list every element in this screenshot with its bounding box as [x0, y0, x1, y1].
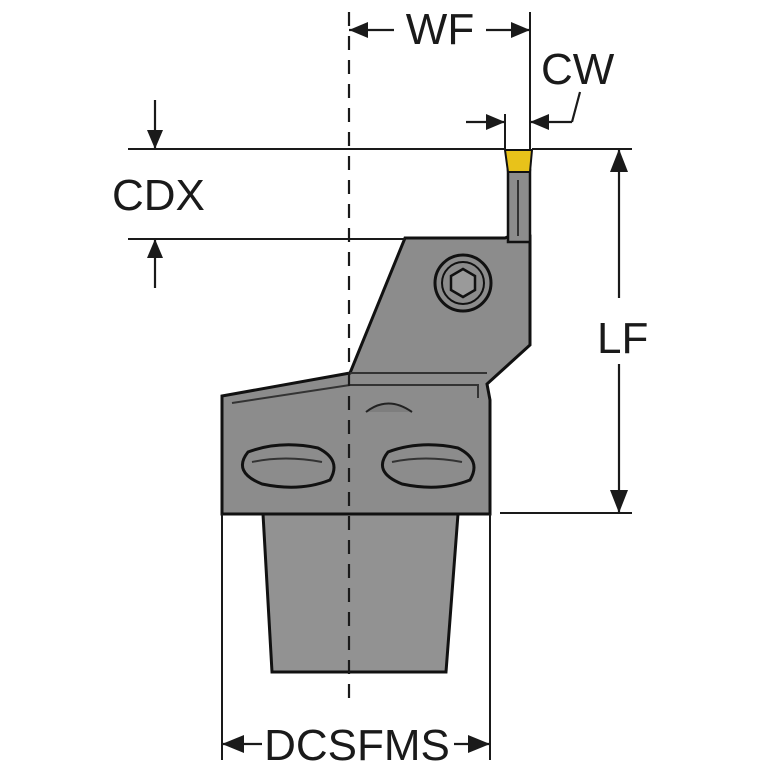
cutting-insert: [503, 149, 534, 173]
dcsfms-label-bg: [262, 722, 454, 766]
slot-left: [240, 443, 336, 489]
cw-arrow-left: [486, 114, 505, 130]
cdx-arrow-top: [147, 130, 163, 149]
wf-arrow-left: [349, 22, 368, 38]
cw-label-leader: [570, 91, 582, 123]
cw-label: CW: [541, 45, 615, 94]
body-arc-cutout: [365, 402, 413, 413]
dcsfms-arrow-left: [222, 735, 244, 753]
lf-arrow-bottom: [610, 490, 628, 513]
wf-label-bg: [394, 6, 486, 52]
slot-left-inner: [251, 457, 323, 463]
body-relief-edge: [231, 384, 479, 404]
tool-shank: [261, 512, 460, 674]
cdx-arrow-bottom: [147, 239, 163, 258]
slot-right-inner: [391, 457, 463, 463]
wf-label: WF: [406, 5, 474, 54]
hex-socket-screw-icon: [433, 253, 493, 313]
cdx-label: CDX: [112, 171, 205, 220]
lf-label: LF: [597, 314, 648, 363]
dcsfms-label: DCSFMS: [264, 721, 450, 767]
wf-arrow-right: [511, 22, 530, 38]
lf-arrow-top: [610, 149, 628, 172]
slot-right: [380, 443, 476, 489]
cw-arrow-right: [530, 114, 549, 130]
dcsfms-arrow-right: [468, 735, 490, 753]
